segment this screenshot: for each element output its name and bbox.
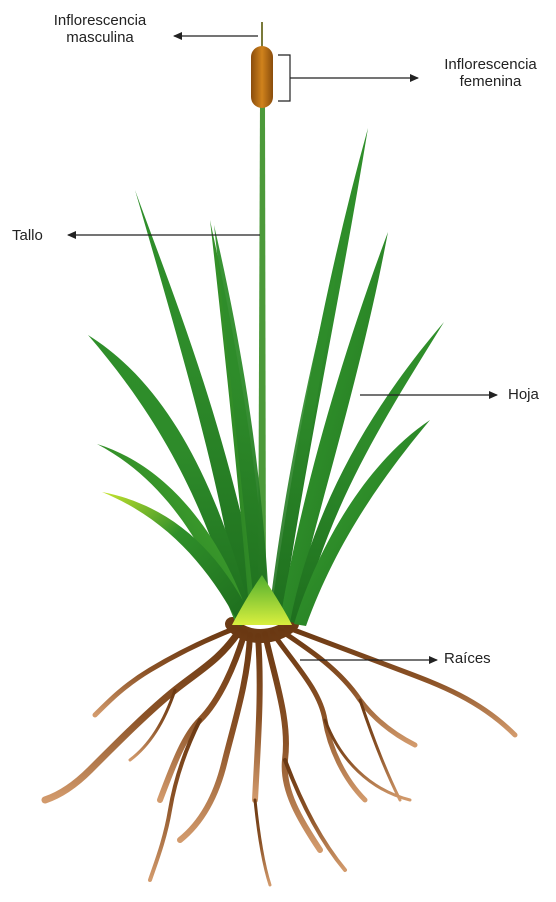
root	[360, 700, 400, 800]
female-spike	[251, 46, 273, 108]
root	[286, 627, 515, 735]
root	[45, 630, 240, 800]
root	[255, 800, 270, 885]
female-inflorescence-label-line2: femenina	[428, 73, 553, 90]
leaves	[88, 128, 444, 626]
stem-label: Tallo	[12, 227, 43, 244]
root	[280, 630, 415, 745]
female-inflorescence-label: Inflorescencia femenina	[428, 56, 553, 90]
male-inflorescence-label-line1: Inflorescencia	[30, 12, 170, 29]
roots-label: Raíces	[444, 650, 491, 667]
male-inflorescence-label-line2: masculina	[30, 29, 170, 46]
male-inflorescence-label: Inflorescencia masculina	[30, 12, 170, 46]
root	[285, 760, 345, 870]
root	[255, 636, 260, 800]
female-bracket	[278, 55, 418, 101]
leaf-label: Hoja	[508, 386, 539, 403]
female-inflorescence-label-line1: Inflorescencia	[428, 56, 553, 73]
